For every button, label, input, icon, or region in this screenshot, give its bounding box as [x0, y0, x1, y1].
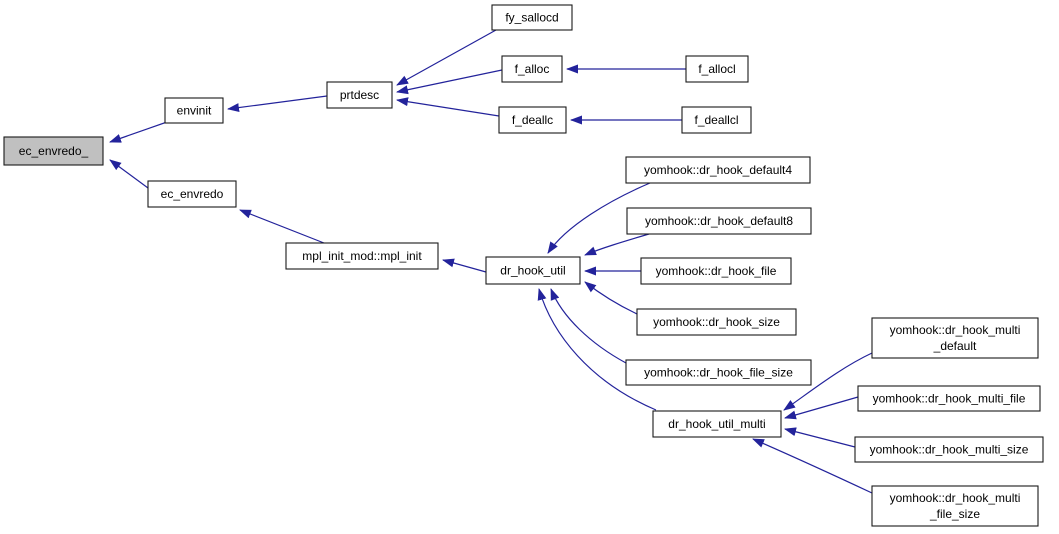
edge-dh_default8-to-dr_hook_util — [584, 233, 650, 256]
node-box-ec_envredo_[interactable] — [3, 136, 104, 166]
node-box-dh_default4[interactable] — [625, 156, 811, 184]
node-fy_sallocd[interactable]: fy_sallocd — [491, 4, 573, 31]
node-box-f_deallcl[interactable] — [681, 106, 752, 134]
node-label-dh_multi_file_size-line2: _file_size — [929, 507, 980, 521]
node-label-dh_multi_size: yomhook::dr_hook_multi_size — [870, 443, 1029, 457]
edge-dr_hook_util-to-mpl_init — [442, 258, 487, 273]
node-dh_multi_size[interactable]: yomhook::dr_hook_multi_size — [854, 436, 1044, 463]
edge-ec_envredo-to-ec_envredo_ — [109, 159, 149, 189]
node-label-ec_envredo_: ec_envredo_ — [19, 144, 89, 158]
node-f_alloc[interactable]: f_alloc — [501, 55, 563, 83]
node-box-dh_default8[interactable] — [626, 207, 812, 235]
node-label-mpl_init: mpl_init_mod::mpl_init — [302, 249, 422, 263]
edge-dh_multi_file-to-dr_hook_util_multi — [784, 396, 859, 420]
node-label-dh_size: yomhook::dr_hook_size — [653, 315, 780, 329]
node-label-dh_multi_default-line1: yomhook::dr_hook_multi — [890, 323, 1021, 337]
node-box-dh_multi_default[interactable] — [871, 317, 1039, 359]
edge-envinit-to-ec_envredo_ — [109, 121, 168, 143]
edge-prtdesc-to-envinit — [227, 95, 328, 113]
node-f_deallcl[interactable]: f_deallcl — [681, 106, 752, 134]
node-box-mpl_init[interactable] — [285, 242, 439, 270]
node-dr_hook_util[interactable]: dr_hook_util — [485, 256, 581, 285]
node-f_allocl[interactable]: f_allocl — [685, 55, 749, 83]
node-label-dr_hook_util_multi: dr_hook_util_multi — [668, 417, 765, 431]
node-label-ec_envredo: ec_envredo — [161, 187, 224, 201]
node-box-ec_envredo[interactable] — [147, 180, 237, 208]
edge-fy_sallocd-to-prtdesc — [396, 29, 497, 86]
node-mpl_init[interactable]: mpl_init_mod::mpl_init — [285, 242, 439, 270]
edge-dh_size-to-dr_hook_util — [584, 281, 638, 315]
edge-dh_default4-to-dr_hook_util — [547, 182, 651, 254]
node-box-f_alloc[interactable] — [501, 55, 563, 83]
node-label-dr_hook_util: dr_hook_util — [500, 264, 565, 278]
edge-f_deallc-to-prtdesc — [396, 97, 500, 117]
node-label-dh_multi_default-line2: _default — [933, 339, 977, 353]
edge-dh_multi_default-to-dr_hook_util_multi — [783, 352, 873, 411]
node-ec_envredo[interactable]: ec_envredo — [147, 180, 237, 208]
node-box-dr_hook_util_multi[interactable] — [652, 410, 782, 438]
node-box-dh_multi_size[interactable] — [854, 436, 1044, 463]
node-box-f_allocl[interactable] — [685, 55, 749, 83]
node-dh_multi_default[interactable]: yomhook::dr_hook_multi_default — [871, 317, 1039, 359]
node-box-envinit[interactable] — [164, 97, 224, 124]
node-label-envinit: envinit — [177, 104, 212, 118]
node-envinit[interactable]: envinit — [164, 97, 224, 124]
node-box-dh_multi_file_size[interactable] — [871, 485, 1039, 527]
edge-dh_file_size-to-dr_hook_util — [550, 288, 627, 364]
node-label-f_deallcl: f_deallcl — [694, 113, 738, 127]
node-label-dh_multi_file_size-line1: yomhook::dr_hook_multi — [890, 491, 1021, 505]
node-f_deallc[interactable]: f_deallc — [498, 106, 567, 134]
node-label-dh_default8: yomhook::dr_hook_default8 — [645, 214, 793, 228]
node-box-dr_hook_util[interactable] — [485, 256, 581, 285]
node-box-dh_file[interactable] — [640, 257, 792, 285]
node-label-fy_sallocd: fy_sallocd — [505, 11, 558, 25]
edge-dr_hook_util_multi-to-dr_hook_util — [537, 288, 657, 411]
node-dh_default4[interactable]: yomhook::dr_hook_default4 — [625, 156, 811, 184]
edge-mpl_init-to-ec_envredo — [239, 209, 325, 244]
node-dh_file_size[interactable]: yomhook::dr_hook_file_size — [625, 359, 812, 386]
node-dh_file[interactable]: yomhook::dr_hook_file — [640, 257, 792, 285]
edge-dh_multi_size-to-dr_hook_util_multi — [784, 427, 856, 448]
node-dh_multi_file_size[interactable]: yomhook::dr_hook_multi_file_size — [871, 485, 1039, 527]
node-dr_hook_util_multi[interactable]: dr_hook_util_multi — [652, 410, 782, 438]
node-dh_default8[interactable]: yomhook::dr_hook_default8 — [626, 207, 812, 235]
edge-dh_multi_file_size-to-dr_hook_util_multi — [752, 438, 873, 494]
node-label-f_alloc: f_alloc — [515, 62, 550, 76]
node-label-dh_file: yomhook::dr_hook_file — [656, 264, 777, 278]
node-ec_envredo_[interactable]: ec_envredo_ — [3, 136, 104, 166]
edge-f_alloc-to-prtdesc — [396, 69, 503, 95]
node-box-f_deallc[interactable] — [498, 106, 567, 134]
node-dh_multi_file[interactable]: yomhook::dr_hook_multi_file — [857, 385, 1041, 412]
node-box-dh_multi_file[interactable] — [857, 385, 1041, 412]
node-label-dh_multi_file: yomhook::dr_hook_multi_file — [873, 392, 1026, 406]
node-prtdesc[interactable]: prtdesc — [326, 81, 393, 109]
node-label-f_allocl: f_allocl — [698, 62, 735, 76]
node-label-f_deallc: f_deallc — [512, 113, 553, 127]
node-label-prtdesc: prtdesc — [340, 88, 379, 102]
node-label-dh_default4: yomhook::dr_hook_default4 — [644, 163, 792, 177]
node-box-prtdesc[interactable] — [326, 81, 393, 109]
node-dh_size[interactable]: yomhook::dr_hook_size — [636, 308, 797, 336]
node-box-dh_file_size[interactable] — [625, 359, 812, 386]
node-box-dh_size[interactable] — [636, 308, 797, 336]
node-label-dh_file_size: yomhook::dr_hook_file_size — [644, 366, 793, 380]
node-box-fy_sallocd[interactable] — [491, 4, 573, 31]
